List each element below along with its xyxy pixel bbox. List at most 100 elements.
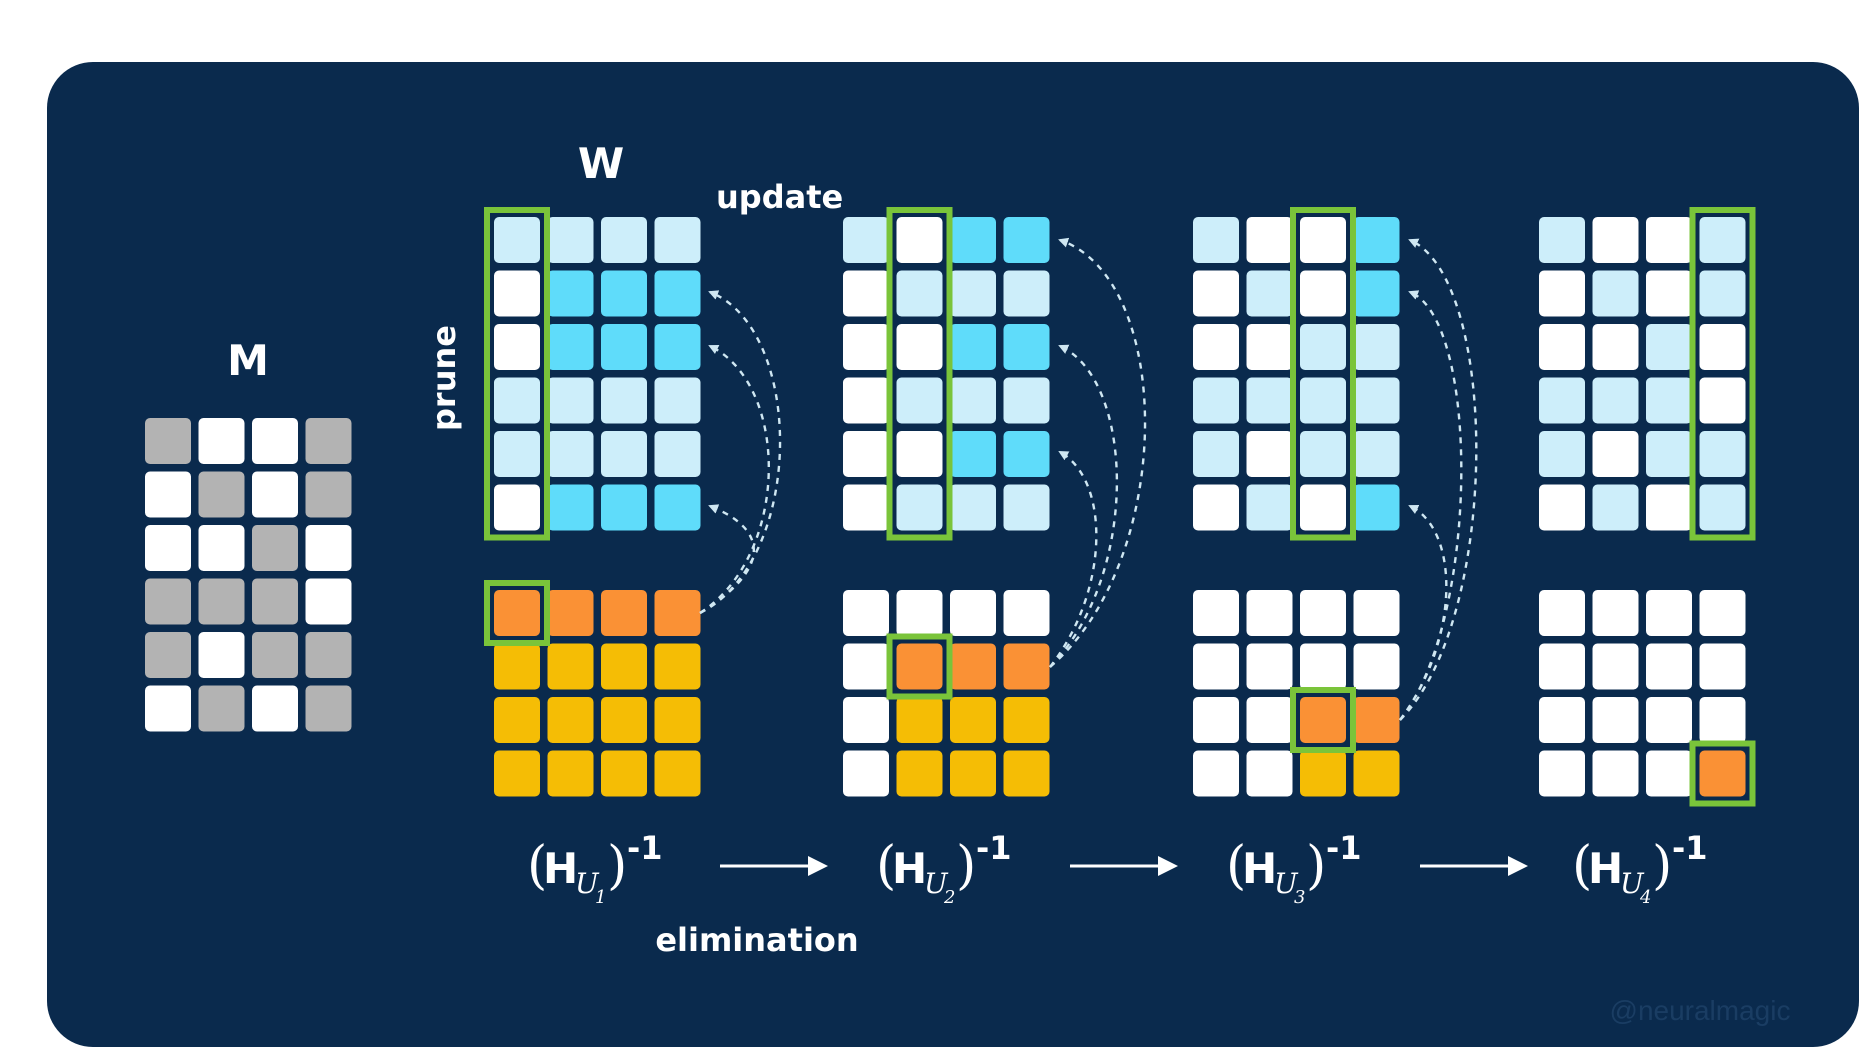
inverse-hessian-formula-3: (HU3)-1 [1226,829,1362,908]
cell-w4-r5-c3 [1699,484,1746,531]
cell-w4-r2-c0 [1539,324,1585,370]
cell-h2-r2-c1 [896,697,943,743]
update-arrow [1049,344,1119,668]
cell-w2-r1-c3 [1003,270,1050,317]
cell-m-r5-c1 [198,685,245,732]
cell-w3-r3-c3 [1353,377,1400,424]
cell-w2-r0-c2 [950,217,996,263]
cell-w4-r4-c3 [1699,431,1746,477]
cell-h2-r0-c0 [843,590,889,636]
update-arrow [699,504,755,615]
cell-h2-r1-c3 [1003,643,1050,690]
cell-h2-r2-c0 [843,697,889,743]
cell-w4-r3-c0 [1539,377,1585,424]
formula-subscript-index: 3 [1294,887,1305,908]
cell-w2-r2-c2 [950,324,996,370]
cell-m-r4-c3 [305,632,352,678]
cell-w1-r5-c3 [654,484,701,531]
cell-w1-r3-c3 [654,377,701,424]
cell-w4-r3-c1 [1592,377,1639,424]
cell-m-r5-c2 [252,685,298,732]
cell-w2-r1-c1 [896,270,943,317]
cell-m-r0-c0 [145,418,191,464]
formula-exponent: -1 [976,829,1012,867]
cell-w1-r1-c1 [547,270,594,317]
cell-h4-r3-c0 [1539,750,1585,797]
cell-h1-r0-c0 [494,590,540,636]
cell-h2-r0-c1 [896,590,943,636]
cell-h2-r3-c1 [896,750,943,797]
cell-h1-r0-c1 [547,590,594,636]
cell-h4-r3-c2 [1646,750,1692,797]
cell-m-r4-c2 [252,632,298,678]
elimination-label: elimination [655,921,858,959]
cell-w3-r3-c1 [1246,377,1293,424]
cell-w2-r1-c2 [950,270,996,317]
cell-w4-r2-c1 [1592,324,1639,370]
cell-m-r0-c1 [198,418,245,464]
cell-w2-r5-c2 [950,484,996,531]
cell-w2-r5-c3 [1003,484,1050,531]
cell-h3-r3-c0 [1193,750,1239,797]
cell-h4-r1-c3 [1699,643,1746,690]
cell-w3-r5-c1 [1246,484,1293,531]
cell-w2-r5-c1 [896,484,943,531]
flow-arrows [720,856,1528,876]
cell-h4-r3-c3 [1699,750,1746,797]
pruned-column-highlight-3 [1290,207,1356,541]
cell-h1-r1-c1 [547,643,594,690]
formula-h: H [1242,844,1277,893]
cell-w4-r0-c1 [1592,217,1639,263]
cell-h2-r1-c0 [843,643,889,690]
cell-h1-r3-c3 [654,750,701,797]
cell-w3-r5-c2 [1300,484,1346,531]
cell-h4-r2-c0 [1539,697,1585,743]
cell-h1-r3-c0 [494,750,540,797]
pivot-highlight-3 [1290,687,1356,753]
cell-w3-r0-c2 [1300,217,1346,263]
cell-w3-r4-c3 [1353,431,1400,477]
cell-w1-r5-c2 [601,484,647,531]
cell-w2-r2-c0 [843,324,889,370]
cell-h2-r0-c2 [950,590,996,636]
cell-h3-r0-c3 [1353,590,1400,636]
cell-m-r2-c1 [198,525,245,571]
pruned-column-highlight-2 [886,207,953,541]
cell-w3-r1-c2 [1300,270,1346,317]
cell-m-r1-c1 [198,471,245,518]
cell-h2-r1-c2 [950,643,996,690]
cell-h2-r2-c3 [1003,697,1050,743]
watermark: @neuralmagic [1610,995,1791,1026]
cell-m-r5-c3 [305,685,352,732]
inverse-hessian-formula-4: (HU4)-1 [1572,829,1708,908]
formula-subscript-u: U [1620,867,1645,900]
formula-open-paren: ( [1226,836,1246,896]
next-step-arrow [1070,856,1178,876]
cell-h4-r1-c0 [1539,643,1585,690]
update-arrow [1399,290,1463,721]
weight-label: W [578,139,624,188]
cell-w1-r3-c0 [494,377,540,424]
cell-w2-r2-c3 [1003,324,1050,370]
cell-w1-r4-c2 [601,431,647,477]
cell-w4-r1-c3 [1699,270,1746,317]
cell-w3-r2-c0 [1193,324,1239,370]
cell-w4-r3-c3 [1699,377,1746,424]
formula-exponent: -1 [1672,829,1708,867]
cell-w4-r4-c2 [1646,431,1692,477]
cell-h1-r1-c2 [601,643,647,690]
cell-w2-r1-c0 [843,270,889,317]
cell-h1-r2-c0 [494,697,540,743]
cell-w1-r2-c3 [654,324,701,370]
cell-m-r2-c3 [305,525,352,571]
cell-h4-r1-c1 [1592,643,1639,690]
cell-w1-r0-c1 [547,217,594,263]
cell-h3-r1-c3 [1353,643,1400,690]
formula-row: (HU1)-1(HU2)-1(HU3)-1(HU4)-1 [527,829,1708,908]
mask-matrix [145,418,352,732]
cell-h3-r1-c0 [1193,643,1239,690]
cell-h1-r0-c2 [601,590,647,636]
cell-h3-r3-c2 [1300,750,1346,797]
cell-h4-r0-c2 [1646,590,1692,636]
